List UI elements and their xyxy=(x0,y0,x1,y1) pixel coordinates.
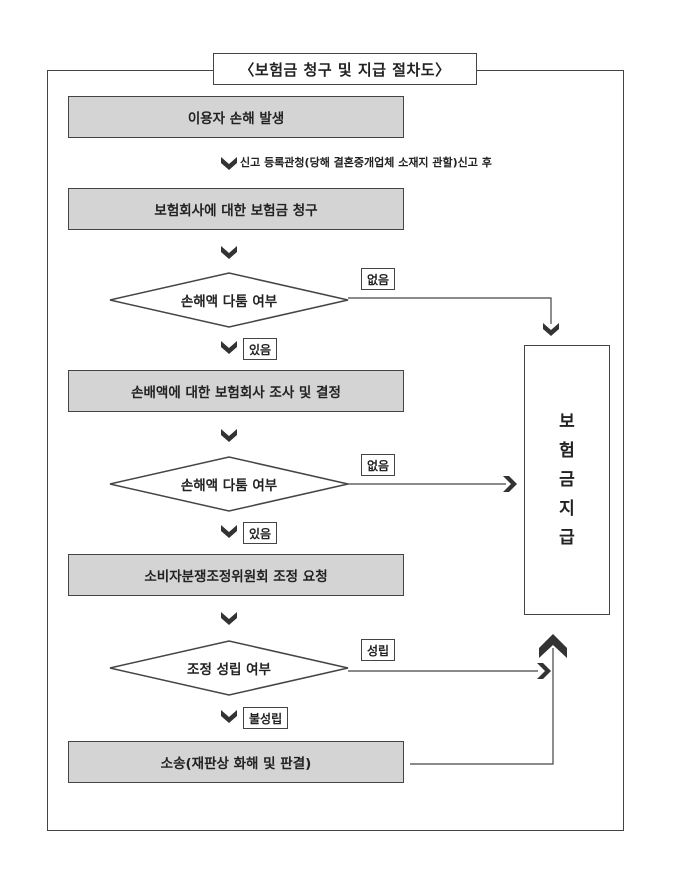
decision-diamond-1 xyxy=(109,272,349,328)
chevron-down-icon xyxy=(221,429,237,442)
decision-mediation-result: 조정 성립 여부 xyxy=(187,662,271,678)
chevron-down-icon xyxy=(543,323,559,336)
chevron-down-icon xyxy=(221,157,237,170)
connector-line xyxy=(410,648,554,765)
chevron-down-icon xyxy=(221,341,237,354)
payout-char: 금 xyxy=(559,469,575,490)
tag-none-2: 없음 xyxy=(361,454,396,476)
chevron-up-icon xyxy=(539,634,567,658)
diagram-title: 〈보험금 청구 및 지급 절차도〉 xyxy=(213,53,477,85)
registration-note: 신고 등록관청(당해 결혼중개업체 소재지 관할)신고 후 xyxy=(240,156,492,169)
tag-success: 성립 xyxy=(361,639,396,661)
tag-failure: 불성립 xyxy=(243,707,289,729)
chevron-right-icon xyxy=(503,476,517,492)
chevron-down-icon xyxy=(221,612,237,625)
payout-char: 보 xyxy=(559,411,575,432)
insurance-payout-box: 보 험 금 지 급 xyxy=(524,345,610,615)
step-mediation-request: 소비자분쟁조정위원회 조정 요청 xyxy=(68,554,404,596)
step-insurance-claim: 보험회사에 대한 보험금 청구 xyxy=(68,188,404,230)
tag-none-1: 없음 xyxy=(361,268,396,290)
chevron-right-icon xyxy=(537,663,551,679)
decision-dispute-2: 손해액 다툼 여부 xyxy=(180,478,278,494)
decision-dispute-1: 손해액 다툼 여부 xyxy=(180,294,278,310)
payout-char: 험 xyxy=(559,440,575,461)
tag-yes-1: 있음 xyxy=(243,338,278,360)
step-damage-occurred: 이용자 손해 발생 xyxy=(68,96,404,138)
chevron-down-icon xyxy=(221,525,237,538)
step-insurer-investigation: 손배액에 대한 보험회사 조사 및 결정 xyxy=(68,370,404,412)
payout-char: 지 xyxy=(559,498,575,519)
tag-yes-2: 있음 xyxy=(243,522,278,544)
chevron-down-icon xyxy=(221,246,237,259)
step-lawsuit: 소송(재판상 화해 및 판결) xyxy=(68,741,404,783)
decision-diamond-3 xyxy=(109,640,349,696)
connector-line xyxy=(348,297,552,324)
payout-char: 급 xyxy=(559,527,575,548)
chevron-down-icon xyxy=(221,710,237,723)
